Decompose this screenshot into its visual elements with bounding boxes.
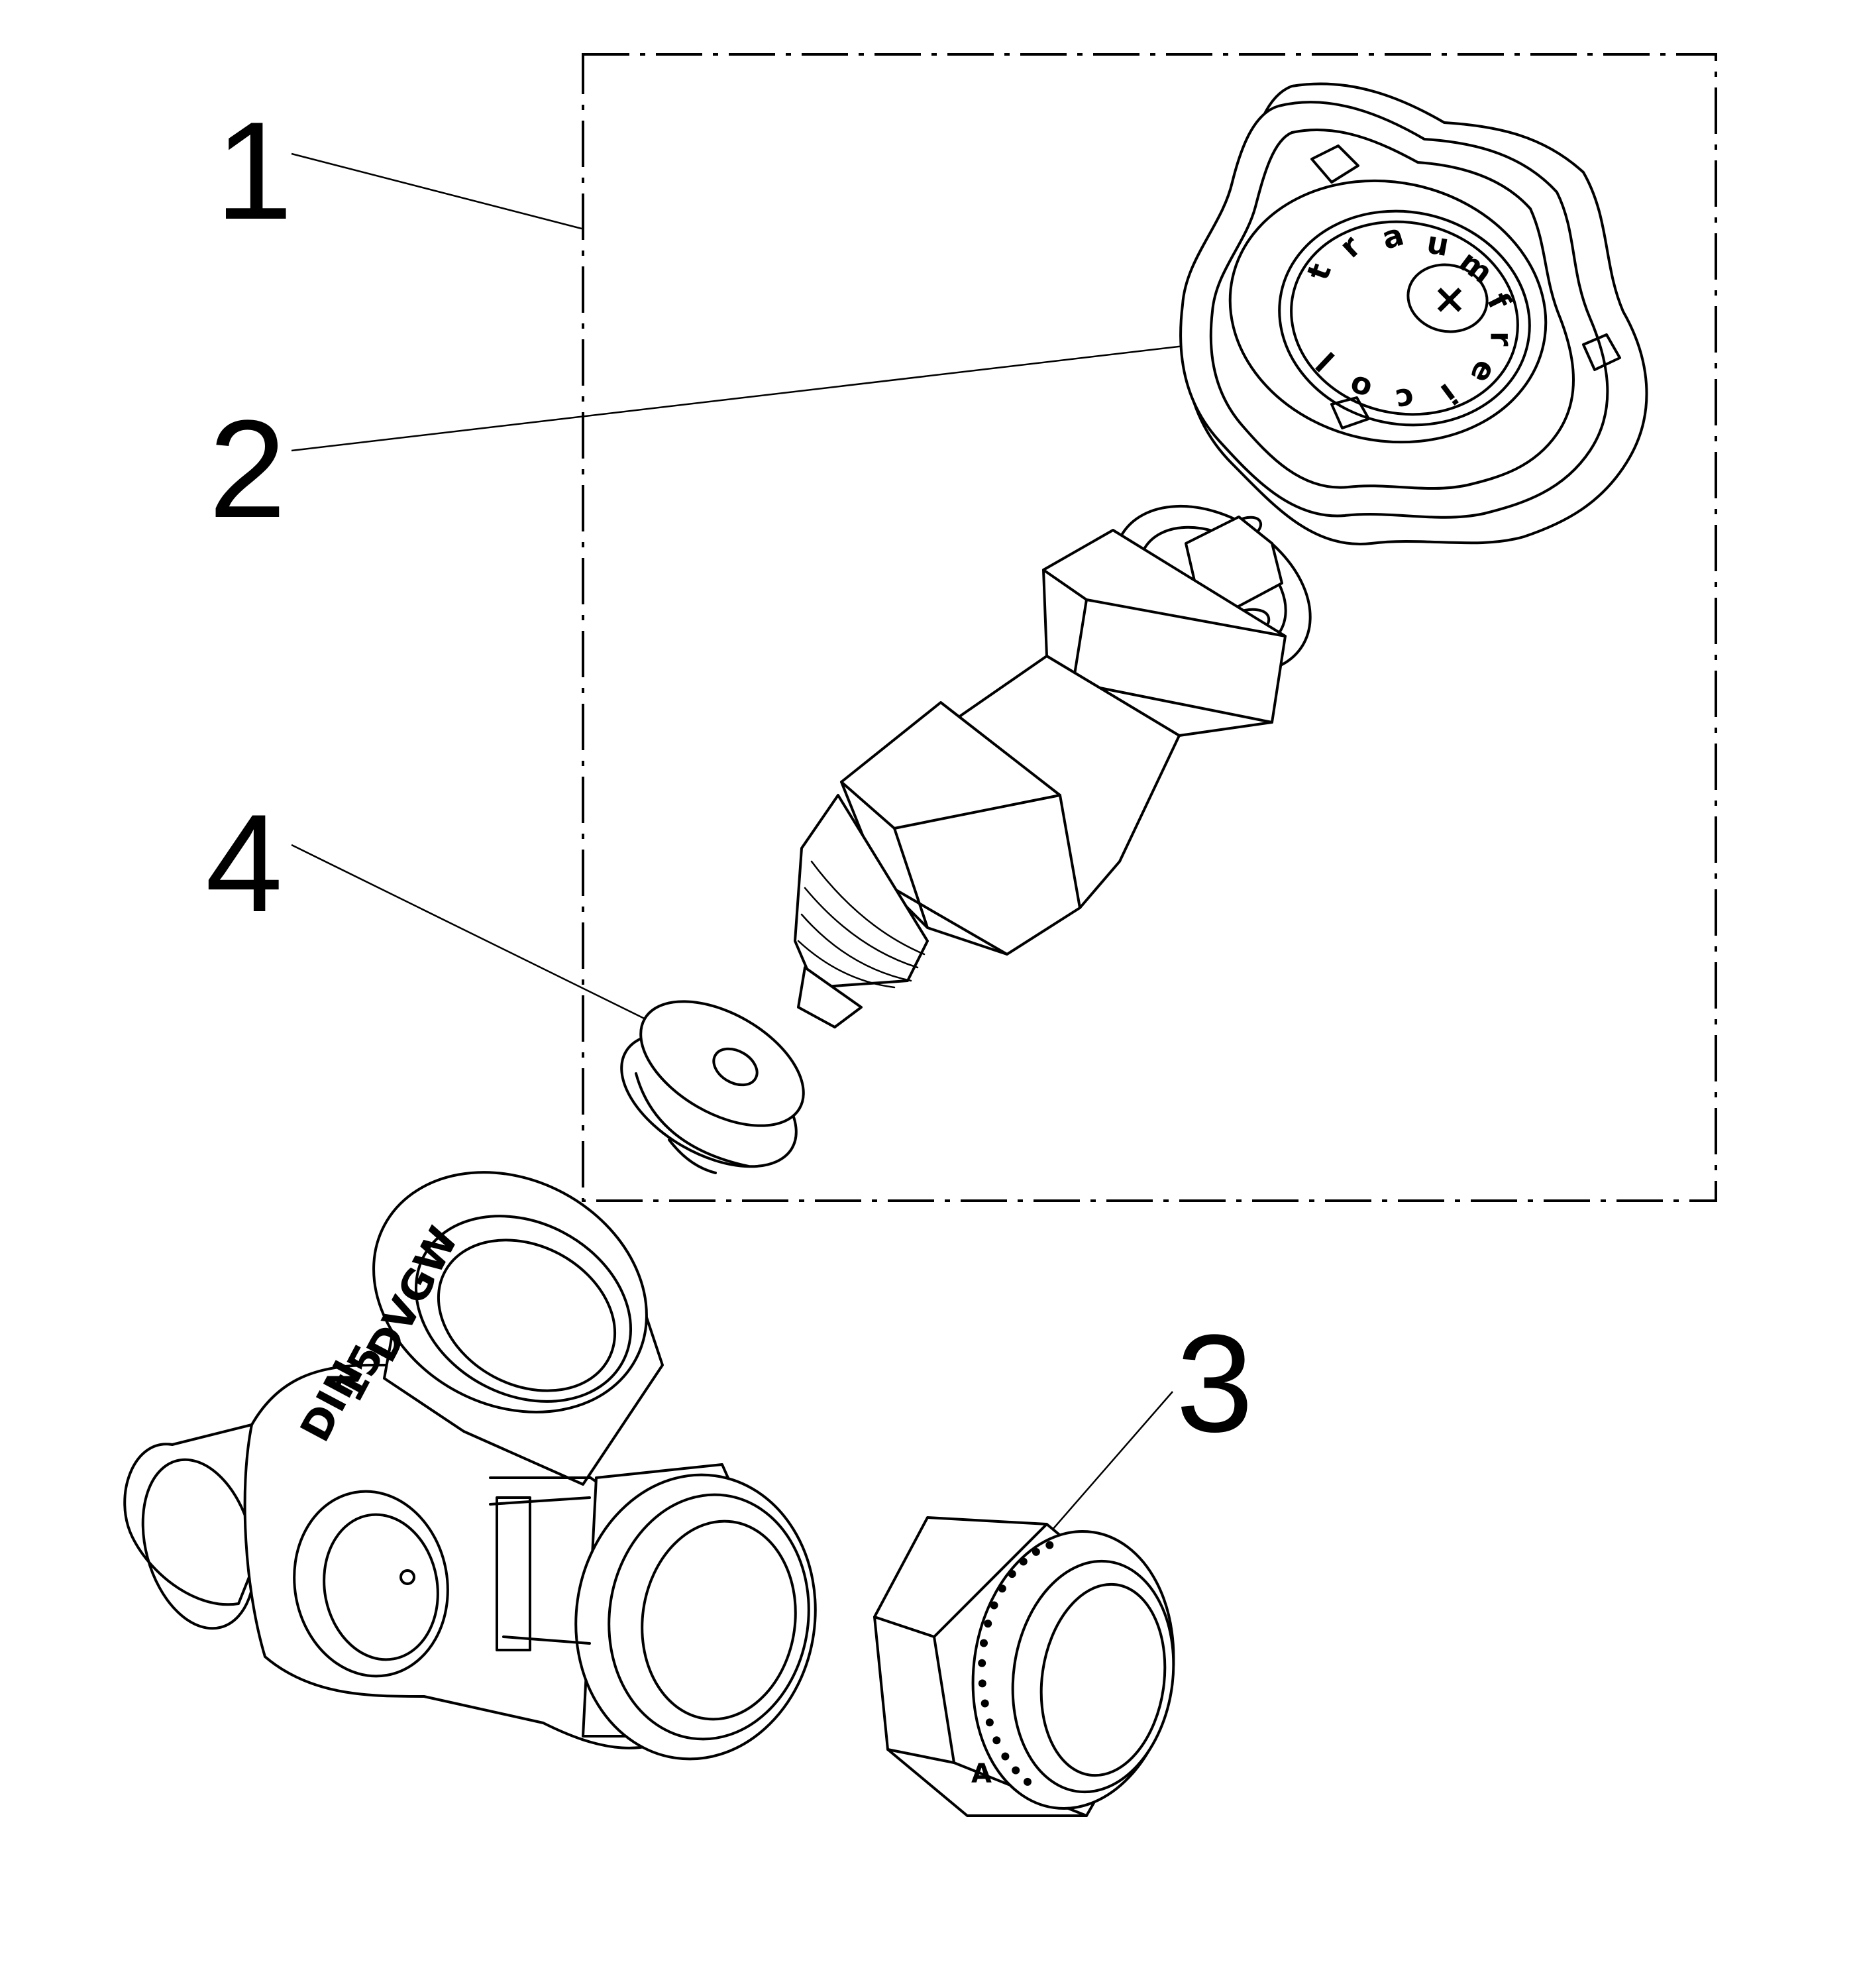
callout-1: 1 (215, 93, 293, 248)
union-nut-dot (1019, 1557, 1028, 1566)
union-nut-dot (990, 1601, 998, 1610)
union-nut-dot (1012, 1766, 1020, 1775)
callout-2: 2 (209, 391, 286, 547)
union-nut-dot (978, 1679, 986, 1688)
union-nut-dot (1032, 1547, 1040, 1556)
leader-line-2 (291, 337, 1253, 452)
union-nut-dots (978, 1541, 1054, 1786)
union-nut-dot (980, 1639, 988, 1647)
union-nut-dot (1045, 1541, 1054, 1549)
union-nut-dot (984, 1620, 992, 1628)
union-nut-dot (980, 1699, 989, 1708)
handwheel-letter: r (1484, 331, 1520, 347)
union-nut-dot (985, 1718, 994, 1727)
union-nut-dot (1024, 1777, 1032, 1786)
leader-line-1 (291, 152, 582, 230)
union-nut: A (873, 1516, 1175, 1817)
valve-body: DVGW 15 DIN (123, 1171, 817, 1761)
leader-line-4 (291, 844, 703, 1048)
set-frame (582, 53, 1717, 1202)
handwheel-center-mark: × (1432, 274, 1467, 323)
union-nut-dot (992, 1736, 1001, 1745)
callout-3: 3 (1176, 1305, 1253, 1461)
callout-4: 4 (205, 785, 283, 941)
union-nut-mark: A (971, 1759, 992, 1789)
union-nut-dot (1008, 1570, 1016, 1578)
union-nut-dot (998, 1584, 1006, 1593)
union-nut-dot (978, 1659, 986, 1667)
union-nut-dot (1001, 1752, 1010, 1761)
valve-upper-part (794, 504, 1312, 1028)
washer-seal (620, 1000, 805, 1174)
